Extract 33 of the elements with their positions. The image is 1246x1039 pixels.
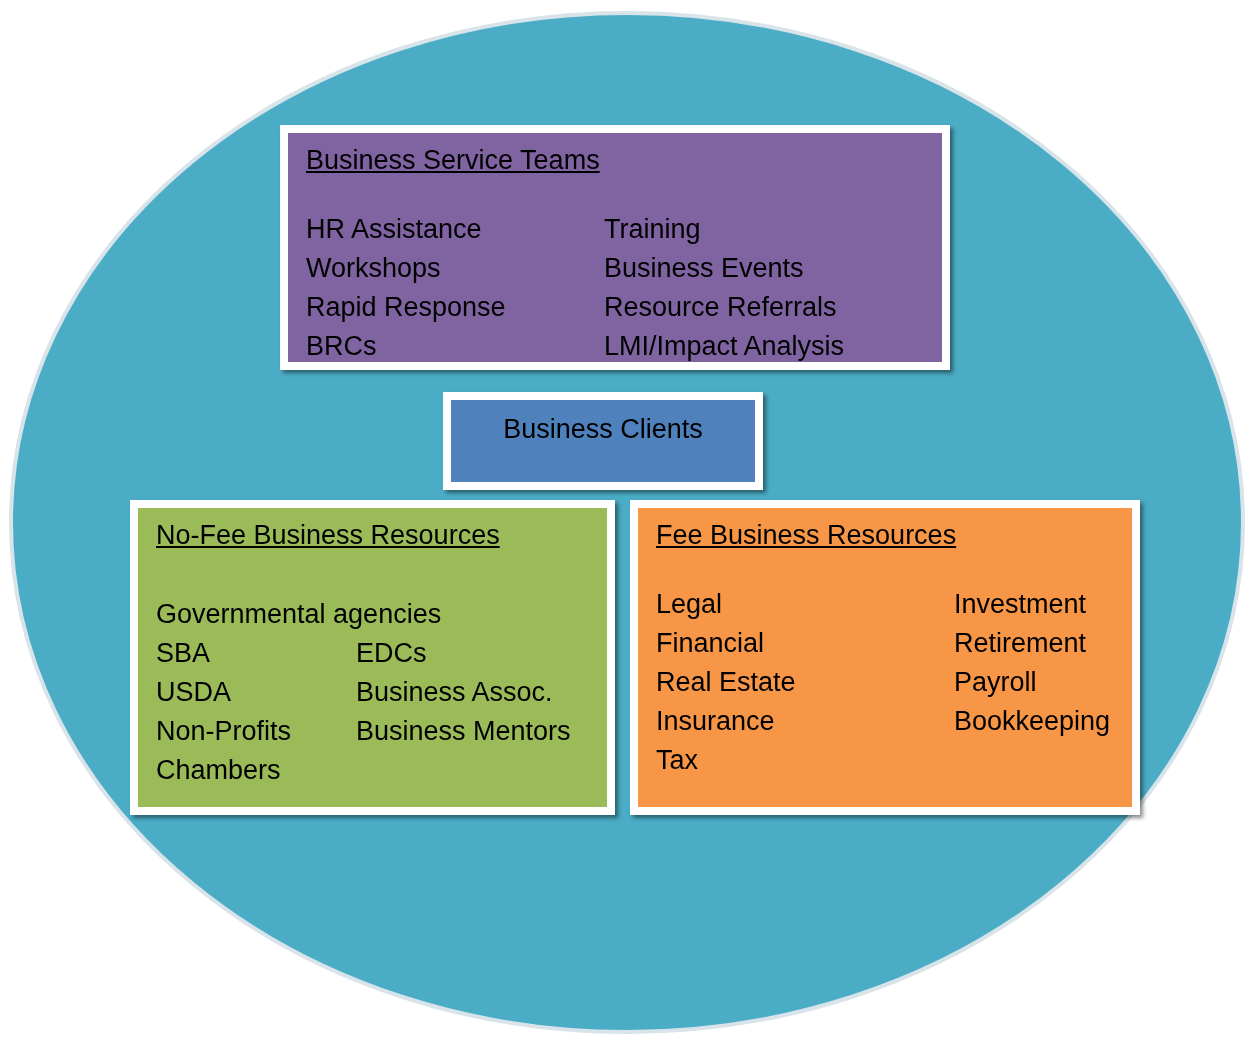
- panel: [443, 392, 763, 490]
- list-item: Resource Referrals: [604, 291, 838, 324]
- list-item: Tax: [656, 744, 700, 777]
- list-item: Workshops: [306, 252, 442, 285]
- panel: [630, 500, 1140, 815]
- panel: [280, 125, 950, 370]
- list-item: LMI/Impact Analysis: [604, 330, 846, 363]
- box-title: Business Clients: [503, 413, 703, 446]
- list-item: USDA: [156, 676, 232, 709]
- list-item: Bookkeeping: [954, 705, 1112, 738]
- box-heading: Business Service Teams: [306, 144, 601, 177]
- list-item: SBA: [156, 637, 212, 670]
- list-item: Payroll: [954, 666, 1038, 699]
- list-item: Rapid Response: [306, 291, 507, 324]
- list-item: Governmental agencies: [156, 598, 443, 631]
- list-item: Investment: [954, 588, 1088, 621]
- list-item: Real Estate: [656, 666, 797, 699]
- list-item: Financial: [656, 627, 766, 660]
- list-item: HR Assistance: [306, 213, 483, 246]
- list-item: Retirement: [954, 627, 1088, 660]
- list-item: Business Events: [604, 252, 805, 285]
- list-item: Legal: [656, 588, 724, 621]
- list-item: Insurance: [656, 705, 776, 738]
- box-heading: Fee Business Resources: [656, 519, 958, 552]
- list-item: EDCs: [356, 637, 428, 670]
- list-item: BRCs: [306, 330, 378, 363]
- list-item: Business Mentors: [356, 715, 572, 748]
- box-heading: No-Fee Business Resources: [156, 519, 501, 552]
- list-item: Non-Profits: [156, 715, 293, 748]
- panel: [130, 500, 615, 815]
- list-item: Training: [604, 213, 702, 246]
- list-item: Chambers: [156, 754, 282, 787]
- list-item: Business Assoc.: [356, 676, 554, 709]
